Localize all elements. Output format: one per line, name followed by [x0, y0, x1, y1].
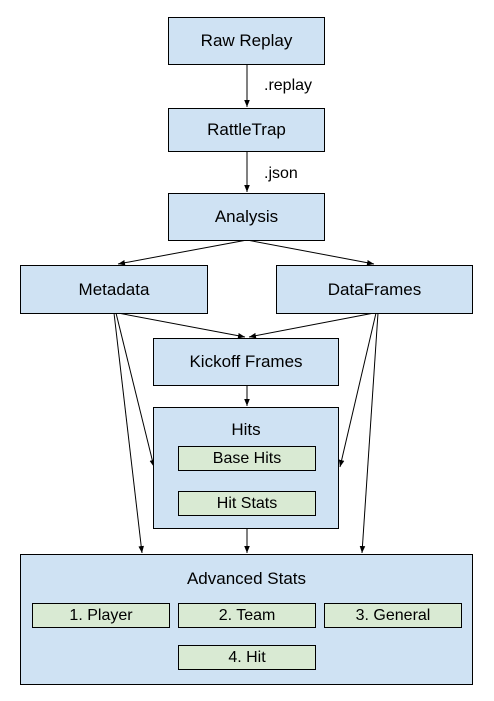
node-general: 3. General: [324, 603, 462, 628]
node-dataframes: DataFrames: [276, 265, 473, 314]
edge-label-json: .json: [264, 165, 298, 182]
edge-metadata-to-advanced: [113, 312, 144, 554]
node-rattletrap: RattleTrap: [168, 108, 325, 152]
node-team: 2. Team: [178, 603, 316, 628]
node-kickoff-frames: Kickoff Frames: [153, 338, 339, 386]
node-raw-replay: Raw Replay: [168, 17, 325, 65]
edge-dataframes-to-advanced: [359, 312, 379, 554]
node-analysis: Analysis: [168, 193, 325, 241]
hits-label: Hits: [231, 420, 261, 439]
node-hit: 4. Hit: [178, 645, 316, 670]
node-hit-stats: Hit Stats: [178, 491, 316, 516]
edge-dataframes-to-hits: [338, 312, 377, 468]
edge-analysis-to-metadata: [117, 239, 248, 266]
node-player: 1. Player: [32, 603, 170, 628]
edge-label-replay: .replay: [264, 77, 313, 94]
edge-dataframes-to-kickoff: [248, 312, 375, 339]
edge-metadata-to-hits: [115, 312, 156, 468]
edge-metadata-to-kickoff: [117, 312, 246, 339]
edge-analysis-to-dataframes: [246, 239, 375, 266]
advanced-stats-label: Advanced Stats: [186, 569, 307, 588]
node-metadata: Metadata: [20, 265, 208, 314]
node-base-hits: Base Hits: [178, 446, 316, 471]
